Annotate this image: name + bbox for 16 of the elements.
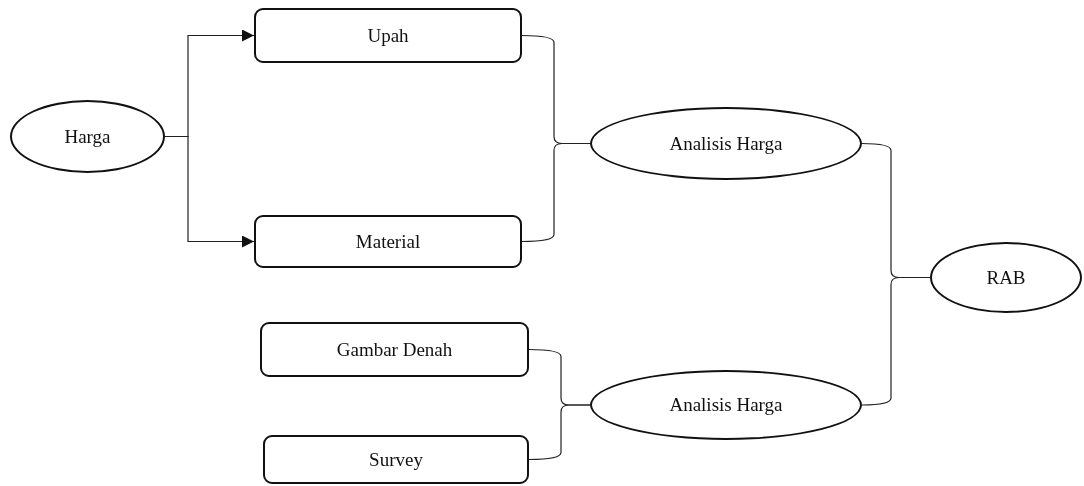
node-label: Harga	[64, 125, 111, 148]
brace-connector	[861, 276, 931, 406]
rounded-box	[254, 8, 522, 63]
rounded-box	[254, 215, 522, 268]
arrow	[164, 135, 255, 248]
node-label: Analisis Harga	[669, 394, 783, 416]
node-label: Upah	[367, 24, 409, 47]
brace-connector	[521, 142, 591, 243]
node-label: RAB	[986, 266, 1026, 289]
node-label: Analisis Harga	[669, 132, 783, 155]
node-label: Survey	[369, 448, 423, 471]
node-label: Material	[355, 230, 421, 253]
rounded-box	[263, 435, 529, 484]
rounded-box	[260, 322, 529, 377]
node-label: Gambar Denah	[336, 338, 453, 361]
brace-connector	[528, 404, 591, 461]
